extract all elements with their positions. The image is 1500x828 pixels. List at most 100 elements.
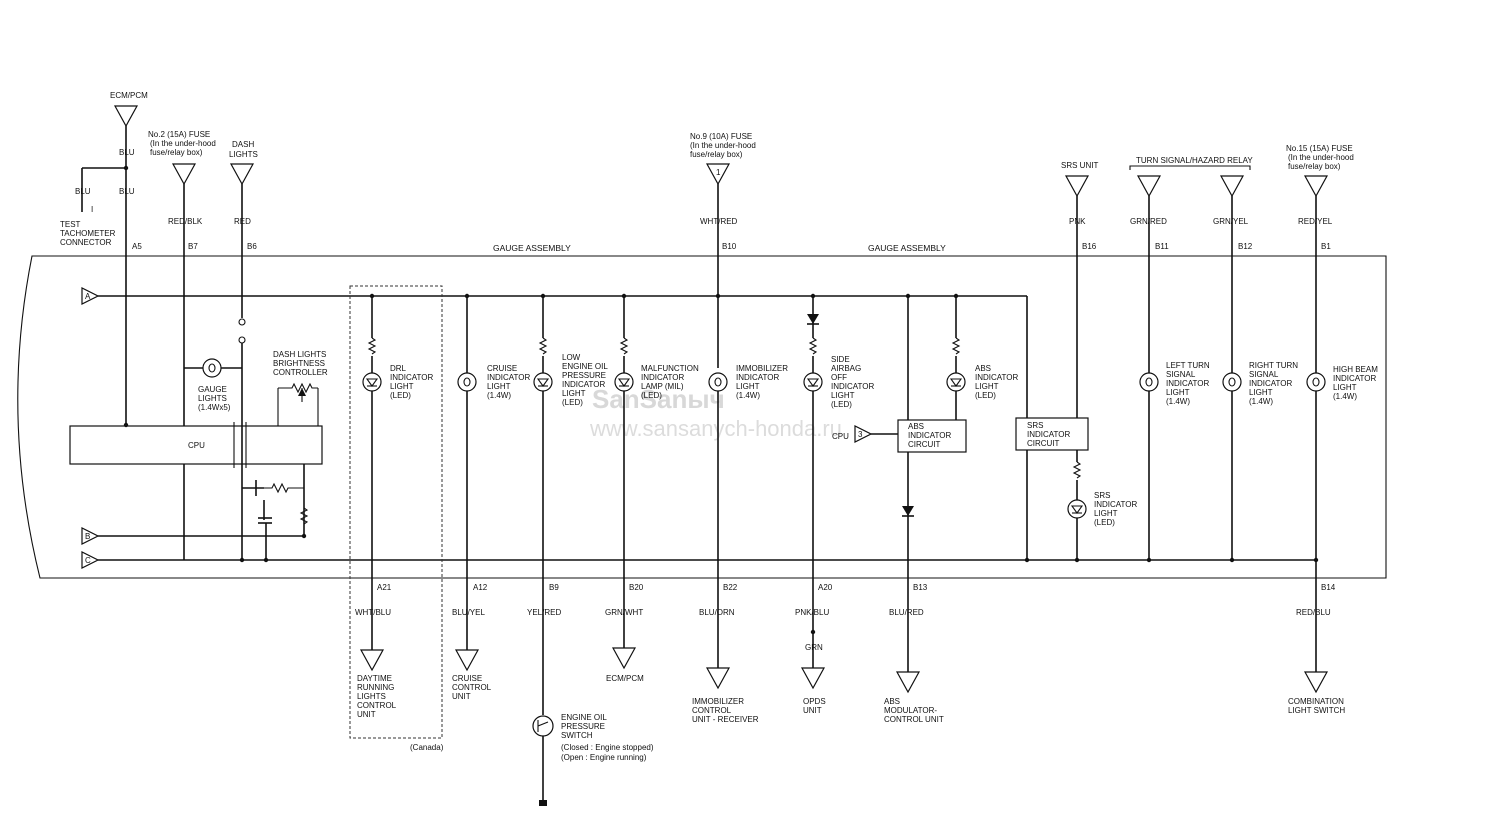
fuse-15-connector: No.15 (15A) FUSE (In the under-hood fuse… xyxy=(1286,144,1354,672)
right-turn-indicator-light: RIGHT TURN SIGNAL INDICATOR LIGHT (1.4W) xyxy=(1222,361,1298,406)
side-airbag-off-indicator-light: SIDE AIRBAG OFF INDICATOR LIGHT (LED) xyxy=(803,293,874,668)
svg-text:SIGNAL: SIGNAL xyxy=(1249,370,1279,379)
rail-c: C xyxy=(81,551,1316,569)
svg-text:ECM/PCM: ECM/PCM xyxy=(110,91,148,100)
svg-text:SWITCH: SWITCH xyxy=(561,731,593,740)
svg-text:CONTROL UNIT: CONTROL UNIT xyxy=(884,715,944,724)
svg-text:GRN: GRN xyxy=(805,643,823,652)
svg-text:CONTROL: CONTROL xyxy=(692,706,732,715)
drl-indicator-light: DRL INDICATOR LIGHT (LED) xyxy=(362,293,433,652)
malfunction-indicator-lamp: MALFUNCTION INDICATOR LAMP (MIL) (LED) xyxy=(614,293,699,648)
svg-text:A21: A21 xyxy=(377,583,392,592)
svg-text:(1.4W): (1.4W) xyxy=(1166,397,1190,406)
svg-text:CRUISE: CRUISE xyxy=(487,364,517,373)
svg-text:(In the under-hood: (In the under-hood xyxy=(690,141,756,150)
svg-text:B11: B11 xyxy=(1155,242,1169,251)
svg-text:(Canada): (Canada) xyxy=(410,743,444,752)
svg-text:TACHOMETER: TACHOMETER xyxy=(60,229,116,238)
svg-text:YEL/RED: YEL/RED xyxy=(527,608,561,617)
svg-text:CIRCUIT: CIRCUIT xyxy=(908,440,941,449)
svg-text:CONTROL: CONTROL xyxy=(357,701,397,710)
svg-text:LIGHT: LIGHT xyxy=(390,382,414,391)
svg-text:(1.4W): (1.4W) xyxy=(736,391,760,400)
svg-text:(LED): (LED) xyxy=(641,391,662,400)
svg-text:LIGHTS: LIGHTS xyxy=(357,692,386,701)
svg-text:3: 3 xyxy=(858,430,863,439)
svg-text:B14: B14 xyxy=(1321,583,1336,592)
svg-text:SIDE: SIDE xyxy=(831,355,850,364)
svg-text:(In the under-hood: (In the under-hood xyxy=(150,139,216,148)
combination-light-switch: COMBINATION LIGHT SWITCH xyxy=(1288,671,1345,715)
svg-text:GAUGE: GAUGE xyxy=(198,385,227,394)
svg-text:No.15 (15A) FUSE: No.15 (15A) FUSE xyxy=(1286,144,1353,153)
svg-text:ABS: ABS xyxy=(884,697,900,706)
svg-text:(1.4Wx5): (1.4Wx5) xyxy=(198,403,231,412)
svg-text:GRN/YEL: GRN/YEL xyxy=(1213,217,1249,226)
svg-text:INDICATOR: INDICATOR xyxy=(641,373,684,382)
watermark-url: www.sansanych-honda.ru xyxy=(589,416,842,441)
svg-text:(In the under-hood: (In the under-hood xyxy=(1288,153,1354,162)
svg-text:(LED): (LED) xyxy=(562,398,583,407)
svg-text:INDICATOR: INDICATOR xyxy=(975,373,1018,382)
svg-text:DRL: DRL xyxy=(390,364,407,373)
svg-text:LIGHT: LIGHT xyxy=(975,382,999,391)
svg-text:CONTROL: CONTROL xyxy=(452,683,492,692)
svg-text:INDICATOR: INDICATOR xyxy=(908,431,951,440)
svg-text:LIGHT: LIGHT xyxy=(736,382,760,391)
svg-text:B12: B12 xyxy=(1238,242,1253,251)
svg-text:(Closed : Engine stopped): (Closed : Engine stopped) xyxy=(561,743,654,752)
svg-text:B22: B22 xyxy=(723,583,738,592)
svg-text:RUNNING: RUNNING xyxy=(357,683,394,692)
svg-text:B10: B10 xyxy=(722,242,737,251)
svg-text:DAYTIME: DAYTIME xyxy=(357,674,392,683)
gauge-assembly-label-left: GAUGE ASSEMBLY xyxy=(493,243,571,253)
svg-text:DASH: DASH xyxy=(232,140,254,149)
immobilizer-indicator-light: IMMOBILIZER INDICATOR LIGHT (1.4W) xyxy=(708,293,788,668)
svg-text:A: A xyxy=(85,292,91,301)
svg-text:LIGHTS: LIGHTS xyxy=(198,394,227,403)
cruise-control-unit: CRUISE CONTROL UNIT xyxy=(452,649,492,701)
svg-text:LIGHTS: LIGHTS xyxy=(229,150,258,159)
svg-text:(1.4W): (1.4W) xyxy=(1249,397,1273,406)
dash-lights-connector: DASH LIGHTS RED B6 xyxy=(229,140,258,318)
svg-text:WHT/BLU: WHT/BLU xyxy=(355,608,391,617)
svg-text:HIGH BEAM: HIGH BEAM xyxy=(1333,365,1378,374)
abs-indicator-light: ABS INDICATOR LIGHT (LED) xyxy=(905,293,1018,420)
svg-text:ECM/PCM: ECM/PCM xyxy=(606,674,644,683)
svg-text:BLU: BLU xyxy=(119,187,135,196)
svg-text:RIGHT TURN: RIGHT TURN xyxy=(1249,361,1298,370)
svg-text:fuse/relay box): fuse/relay box) xyxy=(1288,162,1341,171)
gauge-assembly-outline xyxy=(17,255,1387,579)
svg-text:PRESSURE: PRESSURE xyxy=(562,371,606,380)
svg-text:MALFUNCTION: MALFUNCTION xyxy=(641,364,699,373)
svg-text:IMMOBILIZER: IMMOBILIZER xyxy=(692,697,744,706)
abs-indicator-circuit: ABS INDICATOR CIRCUIT CPU 3 xyxy=(832,419,967,672)
svg-text:B1: B1 xyxy=(1321,242,1331,251)
svg-text:BRIGHTNESS: BRIGHTNESS xyxy=(273,359,325,368)
svg-text:INDICATOR: INDICATOR xyxy=(736,373,779,382)
svg-text:No.2 (15A) FUSE: No.2 (15A) FUSE xyxy=(148,130,210,139)
svg-text:UNIT: UNIT xyxy=(803,706,822,715)
svg-text:LOW: LOW xyxy=(562,353,581,362)
watermark-title: SanSanыч xyxy=(592,384,725,414)
svg-text:ENGINE OIL: ENGINE OIL xyxy=(561,713,607,722)
svg-text:SRS: SRS xyxy=(1094,491,1110,500)
svg-text:RED/BLK: RED/BLK xyxy=(168,217,203,226)
svg-text:(1.4W): (1.4W) xyxy=(1333,392,1357,401)
engine-oil-pressure-switch: ENGINE OIL PRESSURE SWITCH (Closed : Eng… xyxy=(532,713,654,806)
svg-text:ABS: ABS xyxy=(975,364,991,373)
svg-text:SRS UNIT: SRS UNIT xyxy=(1061,161,1098,170)
svg-text:INDICATOR: INDICATOR xyxy=(390,373,433,382)
svg-text:No.9 (10A) FUSE: No.9 (10A) FUSE xyxy=(690,132,752,141)
svg-text:ABS: ABS xyxy=(908,422,924,431)
rail-c-junctions xyxy=(123,422,1235,563)
svg-text:(Open : Engine running): (Open : Engine running) xyxy=(561,753,647,762)
svg-text:LIGHT: LIGHT xyxy=(487,382,511,391)
svg-text:B: B xyxy=(85,532,90,541)
immobilizer-control-unit: IMMOBILIZER CONTROL UNIT - RECEIVER xyxy=(692,667,759,724)
svg-text:UNIT: UNIT xyxy=(452,692,471,701)
svg-text:PNK/BLU: PNK/BLU xyxy=(795,608,829,617)
svg-text:CONTROLLER: CONTROLLER xyxy=(273,368,328,377)
svg-text:SIGNAL: SIGNAL xyxy=(1166,370,1196,379)
svg-text:(LED): (LED) xyxy=(390,391,411,400)
